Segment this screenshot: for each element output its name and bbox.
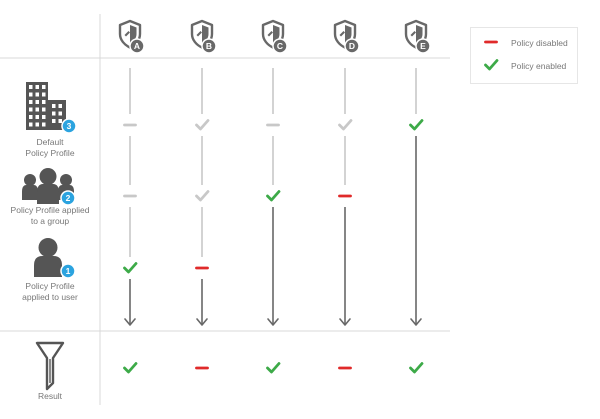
check-icon [123,362,138,374]
check-icon [484,59,499,71]
arrow-down-icon [124,318,136,326]
row-label-default: Default Policy Profile [25,137,75,158]
letter-badge [129,38,145,54]
column-letter: D [349,41,355,51]
shield-icon-c: C [261,19,288,54]
arrow-down-icon [339,318,351,326]
shield-icon-b: B [190,19,217,54]
legend-disabled-label: Policy disabled [511,38,568,48]
check-icon [195,190,210,202]
user-icon: 1 [34,238,76,279]
check-icon [195,119,210,131]
column-letter: A [134,41,140,51]
shield-icon-a: A [118,19,145,54]
check-icon [266,362,281,374]
letter-badge [201,38,217,54]
count-badge [60,263,76,279]
count-badge [60,190,76,206]
check-icon [409,362,424,374]
shield-icon-d: D [333,19,360,54]
check-icon [338,119,353,131]
column-letter: E [420,41,426,51]
column-letter: C [277,41,283,51]
building-icon: 3 [26,82,77,134]
badge-number: 1 [66,266,71,276]
count-badge [61,118,77,134]
column-letter: B [206,41,212,51]
row-label-user: Policy Profile applied to user [22,281,78,302]
result-label: Result [37,391,63,401]
shield-icon-e: E [404,19,431,54]
legend-enabled-label: Policy enabled [511,61,567,71]
letter-badge [415,38,431,54]
check-icon [409,119,424,131]
row-label-group: Policy Profile applied to a group [10,205,90,226]
arrow-down-icon [410,318,422,326]
arrow-down-icon [196,318,208,326]
check-icon [266,190,281,202]
legend [470,27,578,84]
letter-badge [272,38,288,54]
group-icon: 2 [22,168,76,206]
badge-number: 3 [67,121,72,131]
funnel-icon [35,341,65,391]
letter-badge [344,38,360,54]
check-icon [123,262,138,274]
arrow-down-icon [267,318,279,326]
badge-number: 2 [66,193,71,203]
